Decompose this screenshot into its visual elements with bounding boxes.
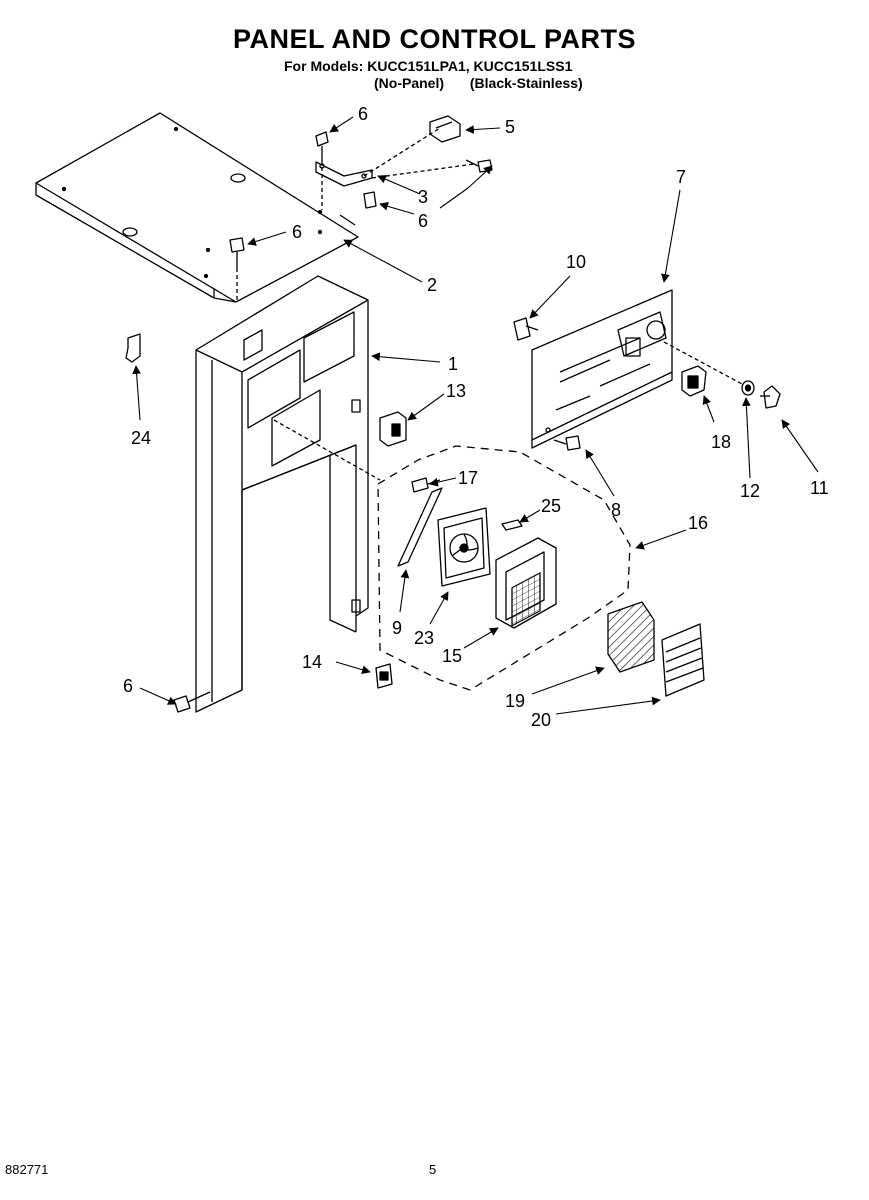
models-line: For Models: KUCC151LPA1, KUCC151LSS1 bbox=[284, 58, 573, 74]
callout-6: 6 bbox=[292, 222, 302, 242]
filter-part-20 bbox=[607, 601, 655, 673]
leader-lines bbox=[132, 116, 819, 715]
callout-16: 16 bbox=[688, 513, 708, 533]
callout-1: 1 bbox=[448, 354, 458, 374]
callout-8: 8 bbox=[611, 500, 621, 520]
nut-part-12 bbox=[741, 380, 755, 396]
callout-6: 6 bbox=[418, 211, 428, 231]
top-panel-part-2 bbox=[35, 112, 359, 303]
callout-10: 10 bbox=[566, 252, 586, 272]
variant-no-panel: (No-Panel) bbox=[374, 75, 444, 91]
screw-part-6-bracket bbox=[363, 191, 377, 209]
knob-part-11 bbox=[760, 385, 781, 409]
switch-part-14 bbox=[375, 663, 393, 689]
model-variants: (No-Panel) (Black-Stainless) bbox=[374, 75, 605, 91]
callout-17: 17 bbox=[458, 468, 478, 488]
callout-7: 7 bbox=[676, 167, 686, 187]
fan-part-23 bbox=[437, 507, 491, 587]
switch-part-13 bbox=[379, 411, 407, 447]
callout-3: 3 bbox=[418, 187, 428, 207]
callout-20: 19 bbox=[505, 691, 525, 711]
callout-23: 23 bbox=[414, 628, 434, 648]
bracket-part-3 bbox=[315, 161, 373, 187]
shroud-part-15 bbox=[495, 537, 557, 629]
callout-2: 2 bbox=[427, 275, 437, 295]
control-housing-frame-part-1 bbox=[195, 275, 369, 713]
callout-labels: 6 5 3 6 6 2 1 13 24 7 10 18 12 11 8 16 1… bbox=[123, 104, 829, 730]
callout-6: 6 bbox=[123, 676, 133, 696]
page-title: PANEL AND CONTROL PARTS bbox=[232, 24, 636, 54]
clip-part-25 bbox=[501, 519, 523, 531]
screw-part-6-bottom bbox=[173, 691, 211, 713]
callout-6: 6 bbox=[358, 104, 368, 124]
control-panel-part-7 bbox=[531, 289, 673, 449]
callout-11: 11 bbox=[810, 478, 829, 498]
callout-24: 24 bbox=[131, 428, 151, 448]
callout-12: 12 bbox=[740, 481, 760, 501]
page-number: 5 bbox=[429, 1162, 437, 1177]
callout-13: 13 bbox=[446, 381, 466, 401]
fan-assembly-outline bbox=[377, 445, 631, 691]
callout-15: 15 bbox=[442, 646, 462, 666]
callout-5: 5 bbox=[505, 117, 515, 137]
screw-part-6-top bbox=[315, 131, 329, 160]
clip-part-10 bbox=[513, 317, 539, 341]
document-number: 882771 bbox=[5, 1162, 49, 1177]
callout-14: 14 bbox=[302, 652, 322, 672]
switch-part-18 bbox=[681, 365, 707, 397]
screw-part-8 bbox=[553, 435, 581, 451]
callout-25: 25 bbox=[541, 496, 561, 516]
clip-part-24 bbox=[125, 333, 141, 363]
grille-part-19 bbox=[661, 623, 705, 697]
clip-part-5 bbox=[429, 115, 461, 143]
bracket-part-9 bbox=[397, 487, 443, 567]
variant-black-stainless: (Black-Stainless) bbox=[469, 75, 583, 91]
callout-18: 18 bbox=[711, 432, 731, 452]
callout-19: 20 bbox=[531, 710, 551, 730]
callout-9: 9 bbox=[392, 618, 402, 638]
screw-part-6-panel bbox=[229, 237, 245, 268]
